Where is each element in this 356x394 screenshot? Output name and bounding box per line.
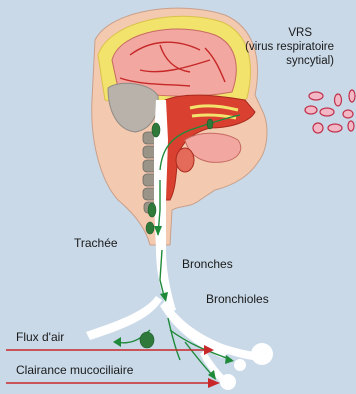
pharynx xyxy=(176,148,194,172)
airflow-label: Flux d'air xyxy=(16,330,64,344)
airflow-arrow xyxy=(6,345,214,355)
virus-label: VRS (virus respiratoire syncytial) xyxy=(245,26,334,68)
mucociliary-arrow xyxy=(6,378,220,388)
virus-subtitle-line1: (virus respiratoire xyxy=(245,40,334,54)
trachea-label: Trachée xyxy=(74,236,118,250)
bronchi-label: Bronches xyxy=(182,257,233,271)
alveolus-2 xyxy=(220,374,236,390)
virus-title: VRS xyxy=(245,26,334,40)
mucociliary-label: Clairance mucociliaire xyxy=(16,363,133,377)
virus-subtitle-line2: syncytial) xyxy=(245,54,334,68)
bronchioles-label: Bronchioles xyxy=(206,292,269,306)
rsv-virus-icon xyxy=(305,90,355,133)
bronchiole-branch-1 xyxy=(208,340,255,360)
alveolus-1 xyxy=(251,343,273,365)
alveolus-3 xyxy=(234,359,246,371)
